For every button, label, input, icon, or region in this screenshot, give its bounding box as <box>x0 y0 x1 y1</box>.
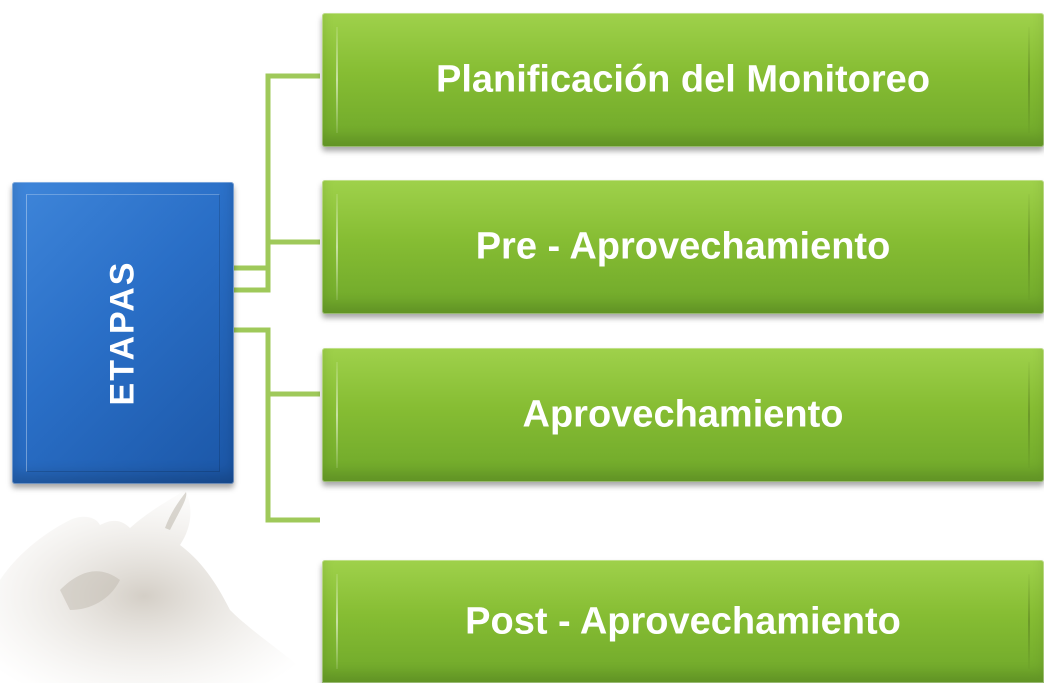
stage-box-pre-aprovechamiento: Pre - Aprovechamiento <box>322 180 1044 314</box>
stage-label-post-aprovechamiento: Post - Aprovechamiento <box>465 600 901 642</box>
stage-label-aprovechamiento: Aprovechamiento <box>522 393 844 436</box>
stage-box-planificacion: Planificación del Monitoreo <box>322 13 1044 147</box>
stage-label-planificacion: Planificación del Monitoreo <box>435 58 931 101</box>
etapas-label: ETAPAS <box>103 260 142 406</box>
stage-label-pre-aprovechamiento: Pre - Aprovechamiento <box>475 225 891 268</box>
stage-box-aprovechamiento: Aprovechamiento <box>322 348 1044 482</box>
background-watermark-image <box>0 490 320 683</box>
etapas-root-box: ETAPAS <box>12 182 234 484</box>
stage-box-post-aprovechamiento: Post - Aprovechamiento <box>322 560 1044 683</box>
